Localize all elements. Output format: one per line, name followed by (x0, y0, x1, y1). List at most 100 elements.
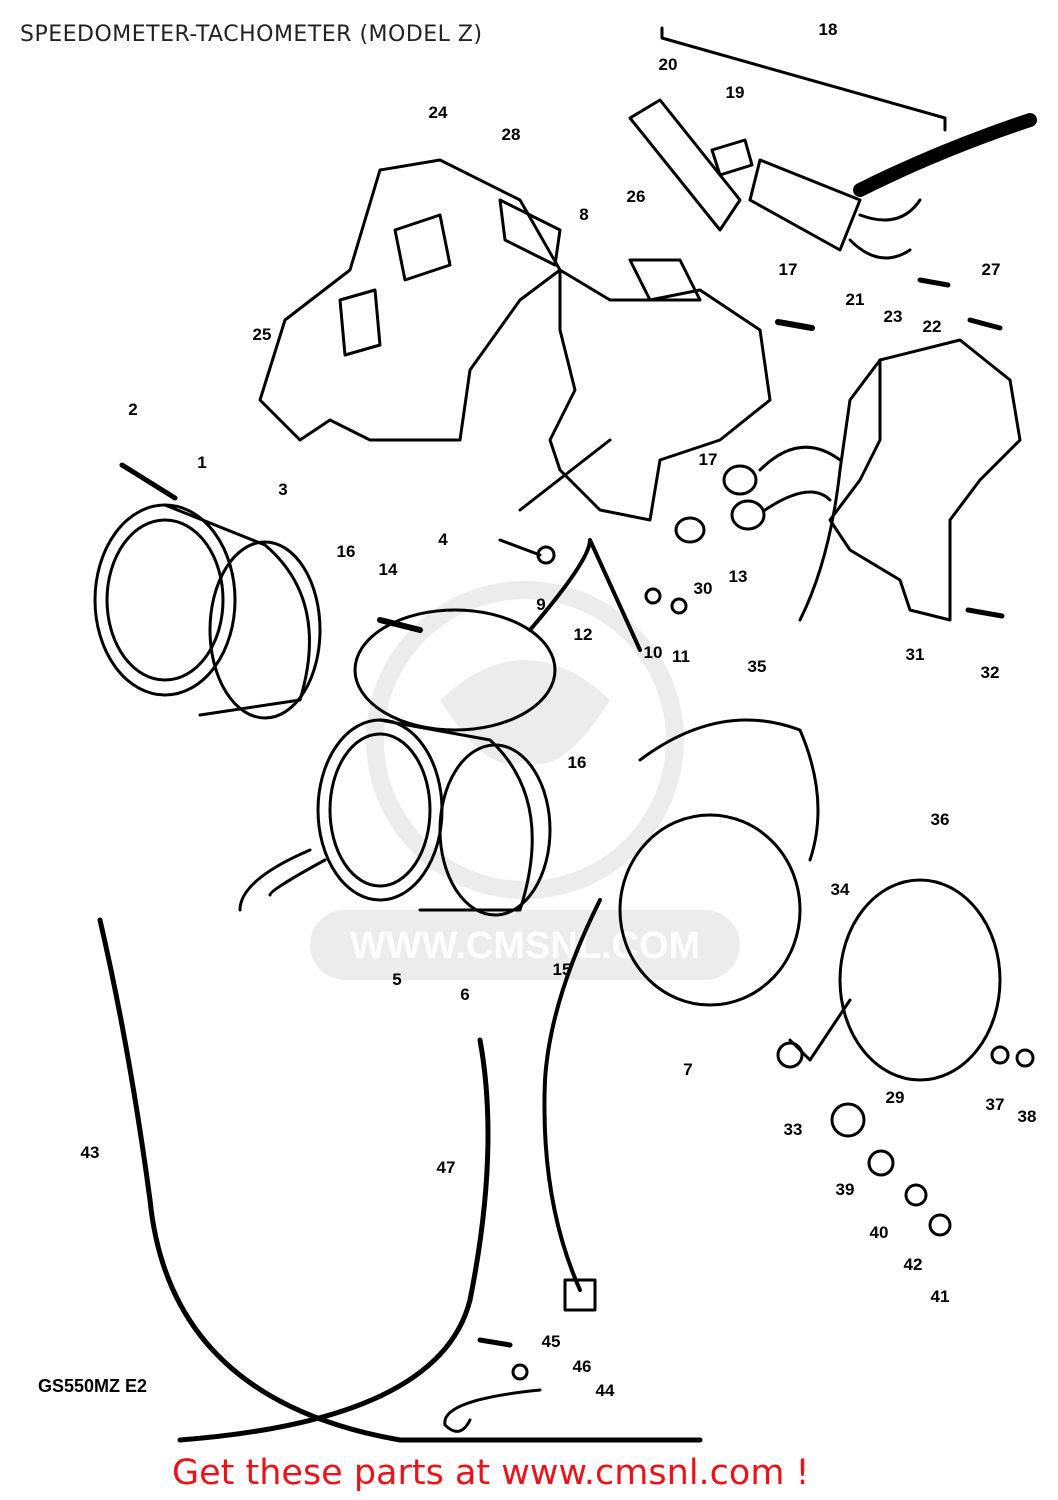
part-3-case (163, 503, 311, 717)
part-24-cover (258, 158, 562, 442)
part-43-cable (97, 917, 703, 1443)
part-13-socket (730, 499, 766, 531)
part-14-socket (377, 617, 423, 633)
part-38-nut (1015, 1048, 1035, 1068)
callout-3: 3 (278, 480, 287, 499)
leader-8 (518, 438, 612, 512)
part-36-housing (838, 878, 1002, 1082)
callout-25: 25 (253, 325, 272, 344)
part-35-housing (638, 718, 820, 862)
callout-22: 22 (923, 317, 942, 336)
part-39-grommet (830, 1102, 866, 1138)
bracket-18-line (660, 26, 947, 132)
callout-6: 6 (460, 985, 469, 1004)
part-17-bulb (775, 319, 815, 331)
part-17-socket (722, 464, 758, 496)
callout-17-b: 17 (779, 260, 798, 279)
callout-39: 39 (836, 1180, 855, 1199)
part-40-washer (867, 1149, 895, 1177)
callout-16: 16 (337, 542, 356, 561)
callout-41: 41 (931, 1287, 950, 1306)
part-30-grommet (674, 516, 706, 544)
callout-43: 43 (81, 1143, 100, 1162)
callout-5: 5 (392, 970, 401, 989)
part-5-tachometer (316, 718, 444, 902)
callout-28: 28 (502, 125, 521, 144)
part-6-case (378, 718, 534, 912)
callout-45: 45 (542, 1332, 561, 1351)
part-10-nut (644, 587, 662, 605)
callout-17: 17 (699, 450, 718, 469)
callout-38: 38 (1018, 1107, 1037, 1126)
callout-1: 1 (197, 453, 206, 472)
part-22-screw (917, 277, 951, 288)
callout-31: 31 (906, 645, 925, 664)
callout-27: 27 (982, 260, 1001, 279)
callout-40: 40 (870, 1223, 889, 1242)
wire-bundle (853, 113, 1037, 197)
callout-8: 8 (579, 205, 588, 224)
part-26-shape (628, 258, 702, 302)
footer-link[interactable]: Get these parts at www.cmsnl.com ! (172, 1453, 810, 1493)
callout-13: 13 (729, 567, 748, 586)
callout-35: 35 (748, 657, 767, 676)
callout-18: 18 (819, 20, 838, 39)
part-12-lead (528, 538, 642, 652)
callout-19: 19 (726, 83, 745, 102)
callout-36: 36 (931, 810, 950, 829)
callout-26: 26 (627, 187, 646, 206)
part-28-shape (498, 198, 562, 267)
callout-33: 33 (784, 1120, 803, 1139)
part-42-washer (904, 1183, 928, 1207)
part-46-washer (511, 1363, 529, 1381)
part-7-housing (618, 813, 802, 1007)
callout-21: 21 (846, 290, 865, 309)
part-33-bulb (776, 1041, 804, 1069)
callout-9: 9 (536, 595, 545, 614)
callout-11: 11 (672, 647, 690, 666)
callout-10: 10 (644, 643, 663, 662)
part-21-shape (748, 158, 862, 252)
part-37-washer (990, 1045, 1010, 1065)
callout-14: 14 (379, 560, 398, 579)
watermark-text: WWW.CMSNL.COM (350, 925, 700, 967)
page-title: SPEEDOMETER-TACHOMETER (MODEL Z) (20, 22, 483, 47)
part-19-shape (710, 138, 754, 177)
callout-20: 20 (659, 55, 678, 74)
callout-32: 32 (981, 663, 1000, 682)
callout-12: 12 (574, 625, 593, 644)
part-4-ring (353, 608, 557, 732)
part-20-shape (628, 98, 742, 232)
callout-23: 23 (884, 307, 903, 326)
callout-7: 7 (683, 1060, 692, 1079)
part-47-cable (177, 1037, 491, 1443)
callout-46: 46 (573, 1357, 592, 1376)
part-23-bracket (828, 338, 1022, 622)
callout-34: 34 (831, 880, 850, 899)
part-44-clip (443, 1388, 542, 1433)
model-code-label: GS550MZ E2 (38, 1376, 147, 1396)
connector (563, 1278, 597, 1312)
callout-15: 15 (553, 960, 572, 979)
part-27-screw (967, 317, 1003, 331)
callout-24: 24 (429, 103, 448, 122)
part-11-nut (670, 597, 688, 615)
callout-37: 37 (986, 1095, 1005, 1114)
callout-29: 29 (886, 1088, 905, 1107)
part-32-screw (965, 607, 1005, 619)
part-2-clip (119, 462, 178, 501)
callout-2: 2 (128, 400, 137, 419)
part-9-washer (536, 545, 556, 565)
part-34-socket (788, 998, 852, 1062)
callout-42: 42 (904, 1255, 923, 1274)
callout-4: 4 (438, 530, 448, 549)
part-15-lead (542, 898, 602, 1292)
callout-47: 47 (437, 1158, 456, 1177)
part-8-bracket (548, 268, 772, 522)
part-45-screw (477, 1337, 513, 1348)
part-41-nut (928, 1213, 952, 1237)
callout-44: 44 (596, 1381, 615, 1400)
callout-30: 30 (694, 579, 713, 598)
callout-16-b: 16 (568, 753, 587, 772)
